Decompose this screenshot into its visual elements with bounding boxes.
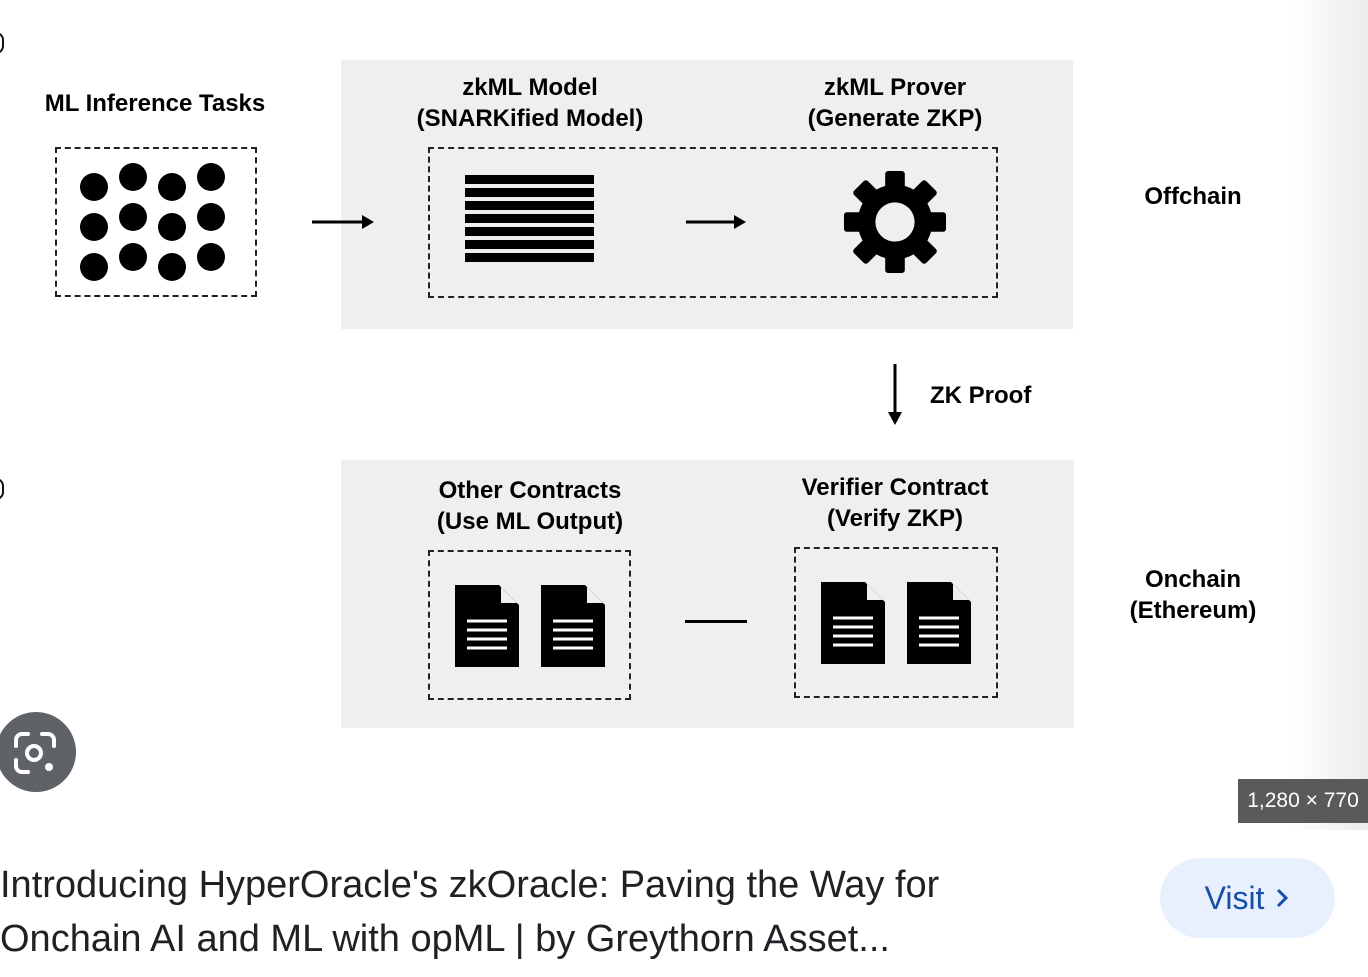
ml-tasks-label: ML Inference Tasks — [44, 90, 266, 117]
edge-fragment — [0, 478, 4, 500]
gear-icon — [843, 170, 947, 274]
result-title-line: Onchain AI and ML with opML | by Greytho… — [0, 918, 890, 960]
task-dot — [80, 253, 108, 281]
verifier-contract-subtitle: (Verify ZKP) — [826, 505, 964, 532]
other-contracts-subtitle: (Use ML Output) — [436, 508, 624, 535]
task-dot — [158, 173, 186, 201]
task-dot — [197, 163, 225, 191]
task-dot — [158, 253, 186, 281]
other-contracts-box — [428, 550, 631, 700]
scroll-shade — [1290, 0, 1368, 830]
task-dot — [119, 163, 147, 191]
task-dot — [119, 203, 147, 231]
visit-button[interactable]: Visit — [1160, 858, 1335, 938]
image-dimensions-badge: 1,280 × 770 — [1238, 779, 1368, 823]
offchain-label: Offchain — [1144, 183, 1242, 210]
document-icon — [455, 585, 519, 667]
verifier-contract-box — [794, 547, 998, 698]
connector-line — [685, 620, 747, 623]
chevron-right-icon — [1277, 888, 1289, 908]
result-title[interactable]: Introducing HyperOracle's zkOracle: Pavi… — [0, 858, 1080, 966]
onchain-title: Onchain — [1144, 566, 1241, 593]
google-lens-icon — [14, 732, 56, 774]
arrow-right-icon — [312, 215, 374, 229]
onchain-subtitle: (Ethereum) — [1129, 597, 1257, 624]
task-dot — [197, 203, 225, 231]
zkml-prover-title: zkML Prover — [823, 74, 967, 101]
document-icon — [821, 582, 885, 664]
zk-proof-label: ZK Proof — [930, 382, 1032, 409]
google-lens-button[interactable] — [0, 712, 76, 792]
task-dot — [80, 213, 108, 241]
ml-tasks-box — [55, 147, 257, 297]
document-icon — [907, 582, 971, 664]
arrow-right-icon — [686, 215, 746, 229]
onchain-label: Onchain (Ethereum) — [1083, 564, 1303, 626]
model-layers-icon — [465, 175, 594, 266]
task-dot — [158, 213, 186, 241]
document-icon — [541, 585, 605, 667]
zkml-model-label: zkML Model (SNARKified Model) — [380, 72, 680, 134]
zkml-model-subtitle: (SNARKified Model) — [416, 105, 644, 132]
zkml-prover-subtitle: (Generate ZKP) — [807, 105, 983, 132]
offchain-panel — [341, 60, 1073, 329]
result-title-line: Introducing HyperOracle's zkOracle: Pavi… — [0, 864, 940, 906]
task-dot — [119, 243, 147, 271]
task-dot — [197, 243, 225, 271]
visit-label: Visit — [1204, 879, 1265, 916]
arrow-down-icon — [888, 364, 902, 425]
other-contracts-label: Other Contracts (Use ML Output) — [380, 475, 680, 537]
verifier-contract-title: Verifier Contract — [801, 474, 989, 501]
verifier-contract-label: Verifier Contract (Verify ZKP) — [745, 472, 1045, 534]
edge-fragment — [0, 32, 4, 54]
zkml-model-title: zkML Model — [462, 74, 598, 101]
offchain-compute-box — [428, 147, 998, 298]
other-contracts-title: Other Contracts — [438, 477, 622, 504]
task-dot — [80, 173, 108, 201]
zkml-prover-label: zkML Prover (Generate ZKP) — [745, 72, 1045, 134]
